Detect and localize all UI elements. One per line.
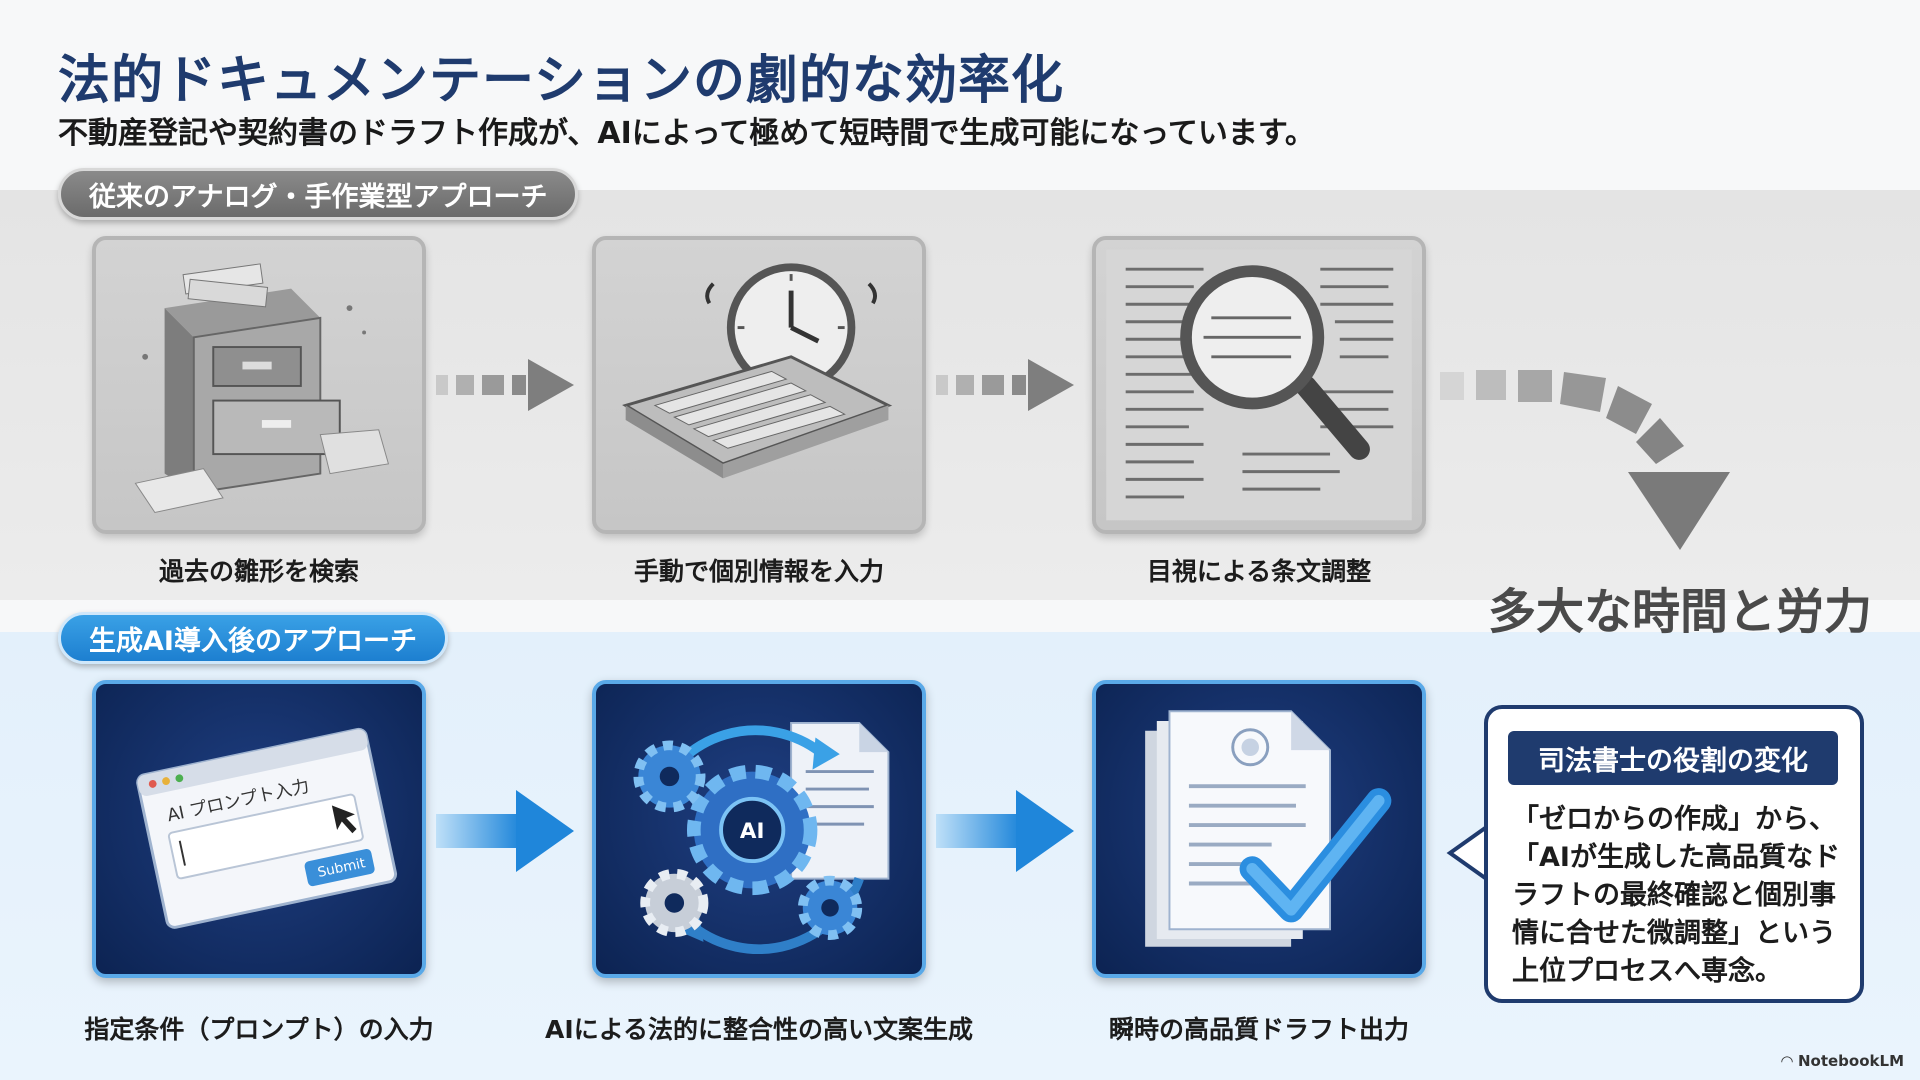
new-approach-label: 生成AI導入後のアプローチ [58,612,448,664]
clock-keyboard-icon [622,263,893,479]
old-approach-label: 従来のアナログ・手作業型アプローチ [58,168,579,220]
page-title: 法的ドキュメンテーションの劇的な効率化 [58,51,1064,111]
old-step-2-caption: 手動で個別情報を入力 [633,557,884,586]
brand-text: NotebookLM [1797,1052,1904,1070]
notebooklm-brand: ◠ NotebookLM [1781,1052,1904,1070]
document-check-icon [1145,710,1392,947]
new-step-3-caption: 瞬時の高品質ドラフト出力 [1108,1015,1409,1044]
role-change-callout: 司法書士の役割の変化 「ゼロからの作成」から、 「AIが生成した高品質なドラフト… [1484,705,1864,1003]
old-step-1-card [92,236,426,534]
old-curved-arrow [1440,370,1730,550]
page-subtitle: 不動産登記や契約書のドラフト作成が、AIによって極めて短時間で生成可能になってい… [58,116,1315,151]
callout-title: 司法書士の役割の変化 [1508,731,1838,785]
new-step-2-card: AI [592,680,926,978]
old-result-label: 多大な時間と労力 [1488,584,1873,640]
new-step-3-card [1092,680,1426,978]
magnifier-document-icon [1106,249,1412,521]
old-arrow-1 [436,359,574,411]
new-step-1-card: AI プロンプト入力 Submit [92,680,426,978]
old-step-2-card [592,236,926,534]
old-arrow-2 [936,359,1074,411]
new-step-2-caption: AIによる法的に整合性の高い文案生成 [545,1015,973,1044]
file-cabinet-icon [134,263,390,514]
callout-body: 「ゼロからの作成」から、 「AIが生成した高品質なドラフトの最終確認と個別事情に… [1512,804,1840,987]
old-step-3-card [1092,236,1426,534]
new-arrow-1 [436,790,574,872]
prompt-window-icon: AI プロンプト入力 Submit [136,727,398,929]
old-step-3-caption: 目視による条文調整 [1146,557,1372,586]
ai-chip-text: AI [740,819,765,844]
new-arrow-2 [936,790,1074,872]
new-step-1-caption: 指定条件（プロンプト）の入力 [84,1015,434,1044]
old-step-1-caption: 過去の雛形を検索 [158,557,359,586]
notebooklm-logo-icon: ◠ [1781,1052,1798,1070]
ai-gears-icon: AI [633,721,890,954]
